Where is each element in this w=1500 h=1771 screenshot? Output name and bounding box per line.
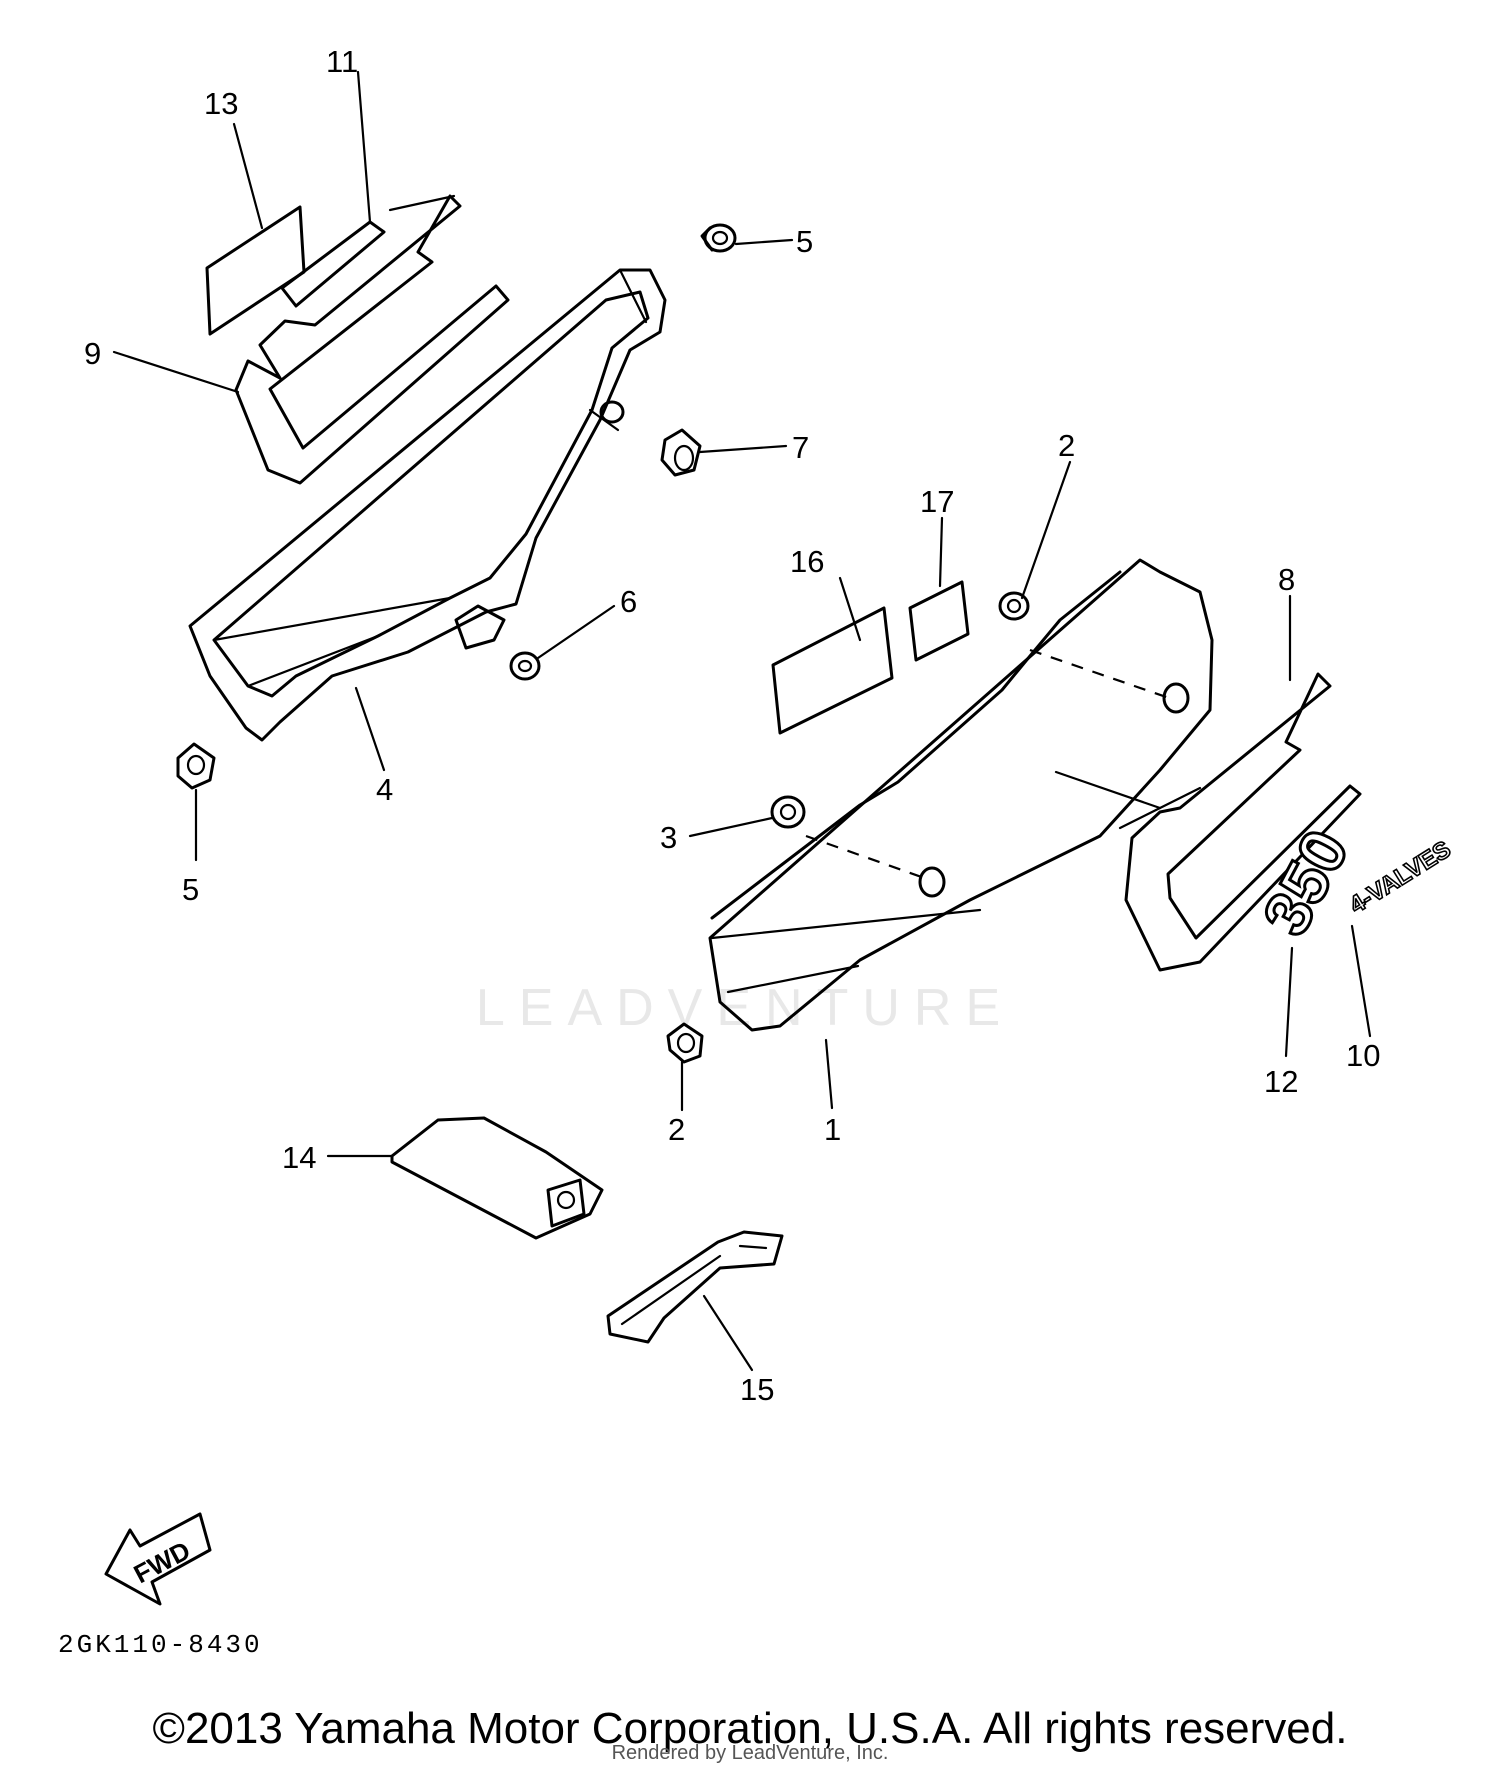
diagram-code: 2GK110-8430: [58, 1630, 263, 1660]
callout-9: 9: [84, 336, 101, 371]
callout-6: 6: [620, 584, 637, 619]
callout-8: 8: [1278, 562, 1295, 597]
leader-lines: [112, 70, 1372, 1372]
emblem-valves-text: 4-VALVES: [1345, 836, 1456, 919]
callout-5-lower: 5: [182, 872, 199, 907]
part-7-collar: [599, 400, 702, 477]
callout-10: 10: [1346, 1038, 1380, 1073]
part-2-grommet-upper: [998, 591, 1030, 621]
part-14-tool-bag: [390, 1116, 604, 1240]
part-15-strap: [606, 1230, 784, 1344]
callout-7: 7: [792, 430, 809, 465]
callout-3: 3: [660, 820, 677, 855]
callout-1: 1: [824, 1112, 841, 1147]
part-9-stripe: [234, 194, 510, 485]
part-17-decal: [908, 580, 970, 662]
part-10-valves-emblem: 4-VALVES: [1344, 835, 1456, 920]
callout-17: 17: [920, 484, 954, 519]
callout-5-upper: 5: [796, 224, 813, 259]
callout-16: 16: [790, 544, 824, 579]
rendered-by-notice: Rendered by LeadVenture, Inc.: [611, 1742, 889, 1764]
callout-2-upper: 2: [1058, 428, 1075, 463]
callout-13: 13: [204, 86, 238, 121]
part-1-side-cover: [708, 558, 1214, 1032]
part-5-grommet-lower: [176, 742, 216, 790]
part-3-grommet: [770, 795, 806, 829]
callout-labels: 13 11 9 5 7 6 4 5 16 17 2 8 3 2 1 12 10 …: [84, 44, 1380, 1407]
callout-14: 14: [282, 1140, 316, 1175]
part-5-grommet-upper: [700, 223, 737, 253]
part-12-emblem: 350: [1247, 817, 1364, 948]
emblem-350-text: 350: [1249, 818, 1363, 946]
part-16-decal: [771, 606, 894, 735]
part-8-stripe: [1118, 672, 1362, 972]
part-6-grommet: [509, 651, 541, 681]
part-2-grommet-lower: [666, 1022, 704, 1064]
copyright-notice: ©2013 Yamaha Motor Corporation, U.S.A. A…: [152, 1704, 1348, 1753]
callout-15: 15: [740, 1372, 774, 1407]
callout-4: 4: [376, 772, 393, 807]
part-4-bracket: [188, 268, 667, 742]
watermark-text: LEADVENTURE: [476, 979, 1014, 1037]
callout-2-lower: 2: [668, 1112, 685, 1147]
callout-11: 11: [326, 44, 358, 79]
part-11-strip: [280, 220, 386, 308]
part-13-decal: [205, 205, 306, 336]
callout-12: 12: [1264, 1064, 1298, 1099]
fwd-arrow-icon: FWD: [104, 1512, 212, 1606]
